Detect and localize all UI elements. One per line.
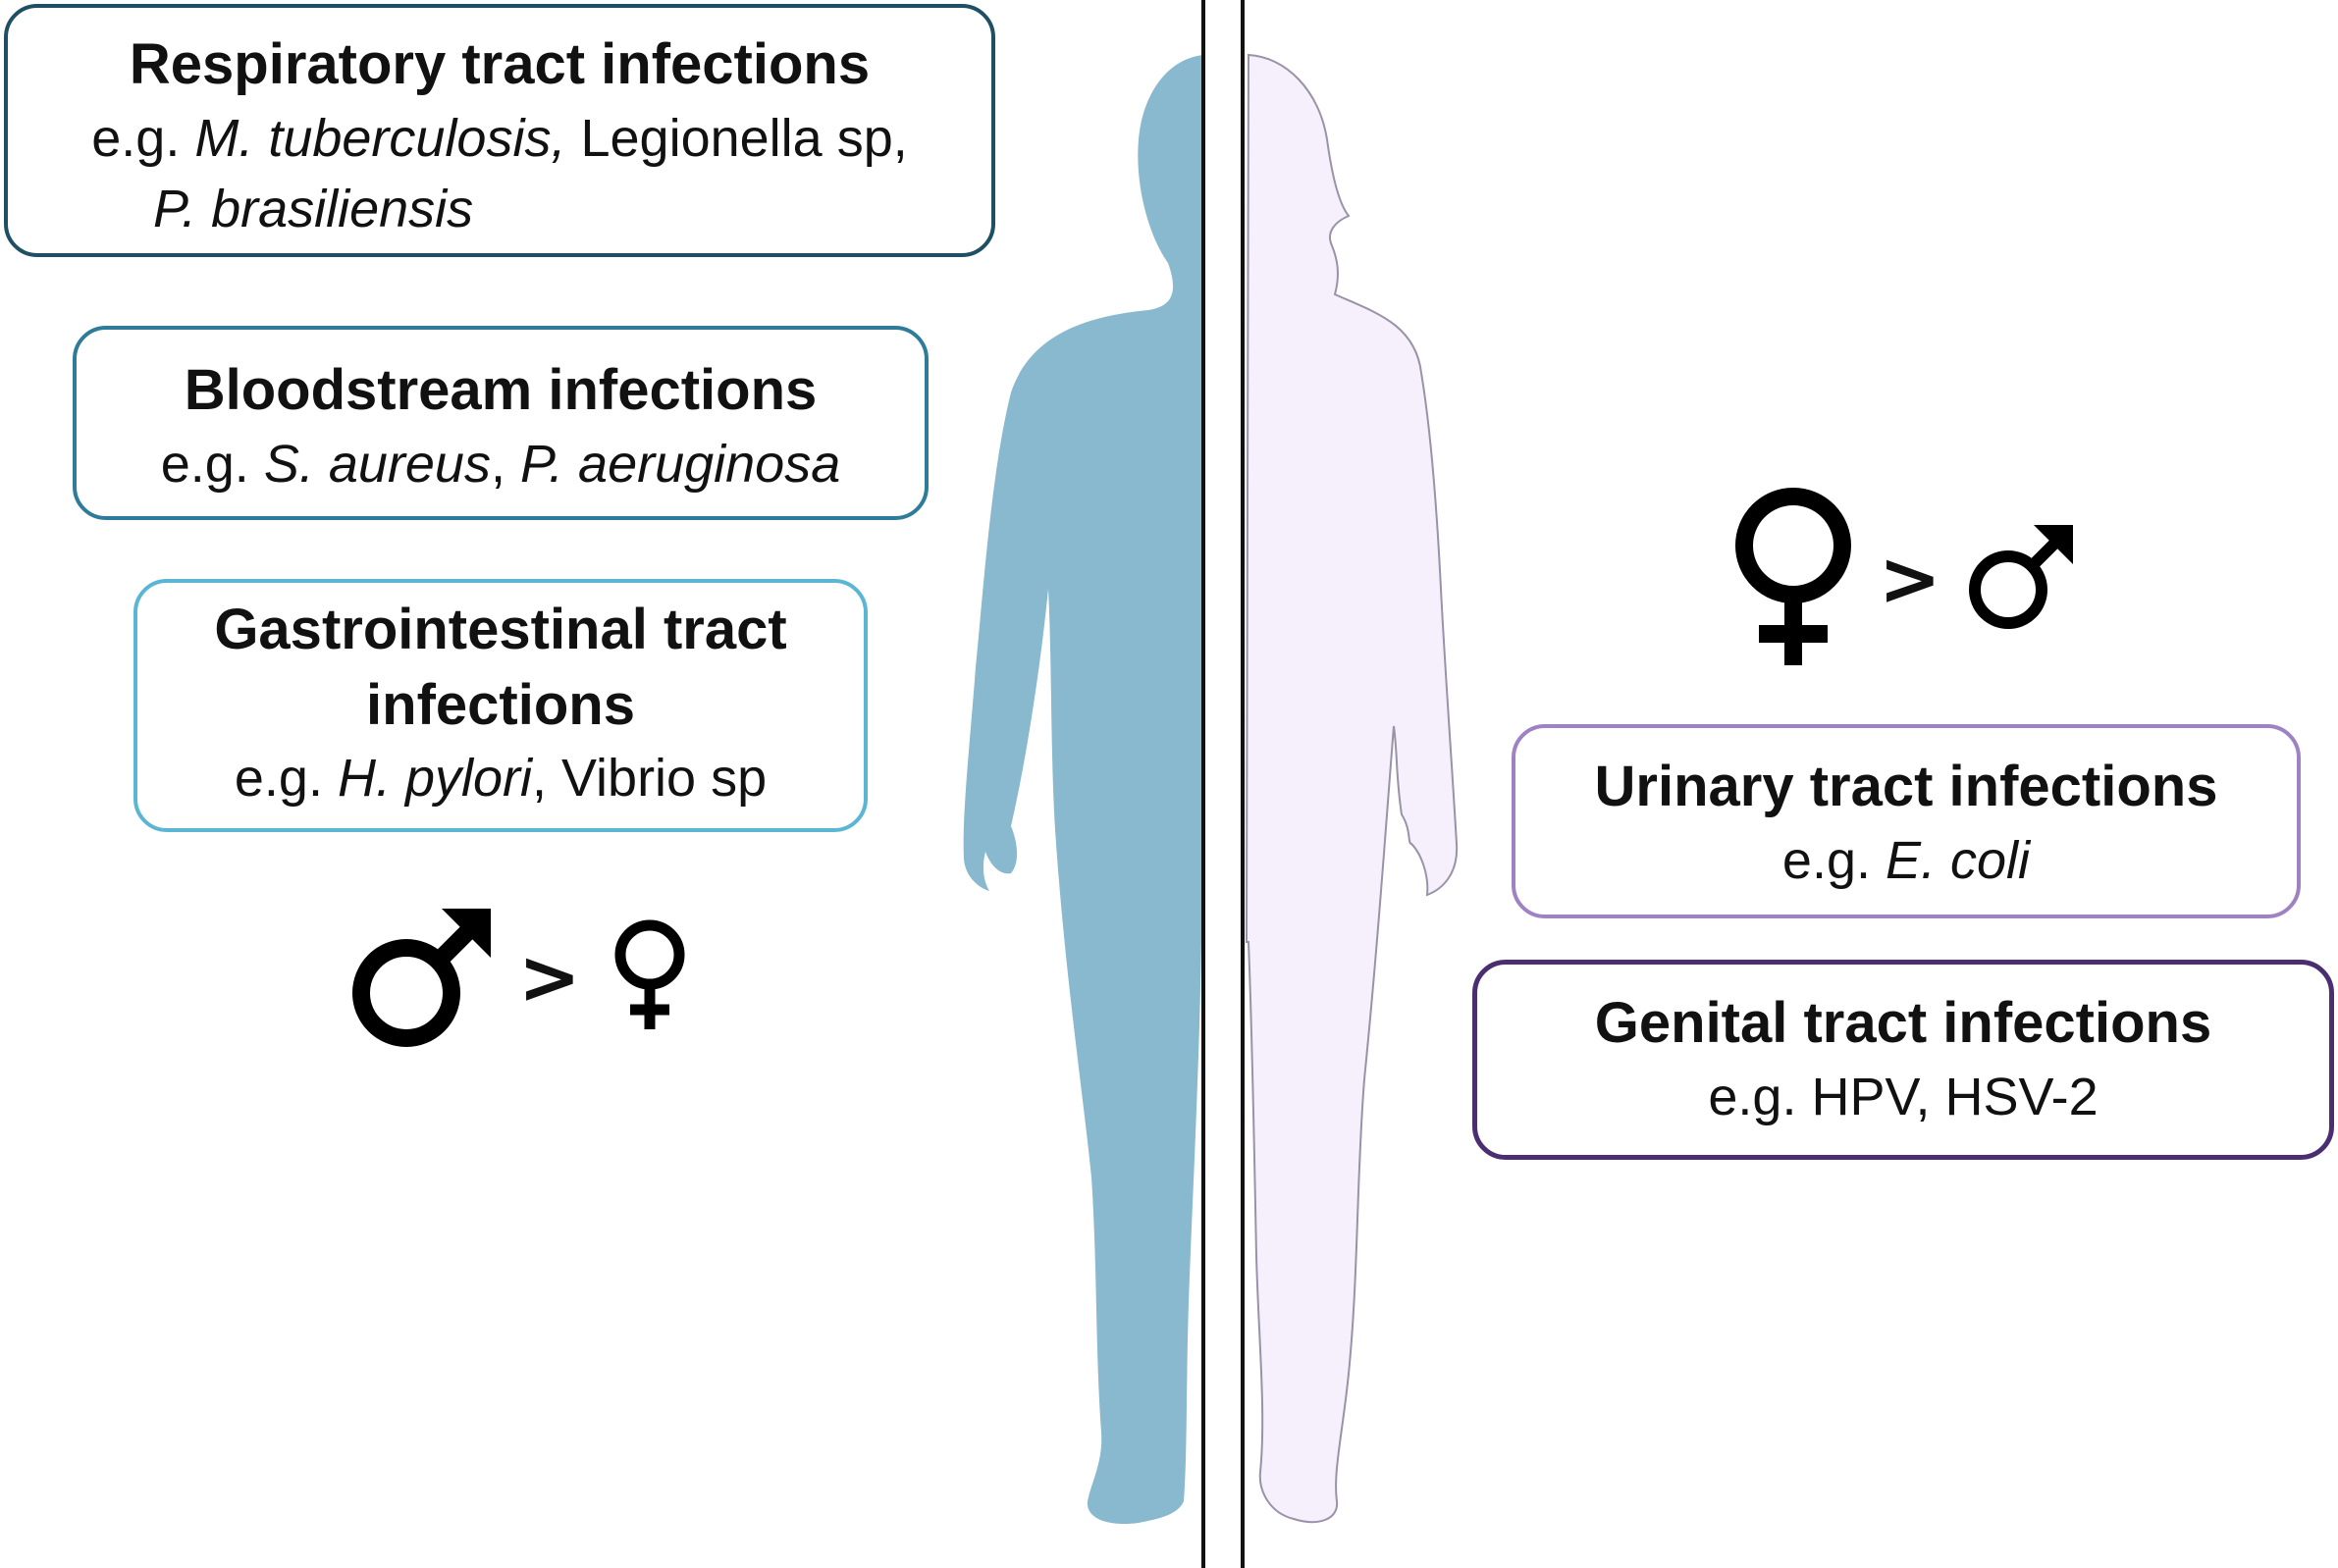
respiratory-title: Respiratory tract infections bbox=[129, 32, 871, 96]
gastrointestinal-title-line-1: Gastrointestinal tract bbox=[214, 598, 787, 661]
gastrointestinal-examples: e.g. H. pylori, Vibrio sp bbox=[137, 743, 864, 814]
male-symbol-icon bbox=[352, 909, 491, 1047]
bloodstream-title: Bloodstream infections bbox=[184, 358, 818, 422]
genital-title: Genital tract infections bbox=[1594, 991, 2212, 1055]
female-symbol-icon bbox=[1735, 488, 1851, 665]
gastrointestinal-infections-box: Gastrointestinal tract infections e.g. H… bbox=[133, 579, 868, 832]
gastrointestinal-species-rest: , Vibrio sp bbox=[532, 749, 768, 809]
respiratory-infections-box: Respiratory tract infections e.g. M. tub… bbox=[4, 4, 995, 257]
respiratory-species-2: P. brasiliensis bbox=[153, 180, 474, 239]
right-greater-than: > bbox=[1879, 534, 1941, 622]
gastrointestinal-species-1: H. pylori bbox=[337, 749, 532, 809]
genital-examples: e.g. HPV, HSV-2 bbox=[1708, 1067, 2099, 1126]
urinary-species: E. coli bbox=[1886, 830, 2031, 890]
bloodstream-examples: e.g. S. aureus, P. aeruginosa bbox=[77, 429, 925, 500]
female-symbol-icon bbox=[614, 919, 685, 1029]
left-sex-comparison: > bbox=[349, 903, 697, 1050]
bloodstream-species-1: S. aureus bbox=[263, 434, 491, 494]
urinary-title: Urinary tract infections bbox=[1594, 755, 2218, 818]
respiratory-species-rest: Legionella sp, bbox=[565, 108, 908, 168]
urinary-prefix: e.g. bbox=[1781, 830, 1886, 890]
bloodstream-infections-box: Bloodstream infections e.g. S. aureus, P… bbox=[73, 326, 929, 520]
respiratory-prefix: e.g. bbox=[91, 108, 195, 168]
male-symbol-icon bbox=[1968, 525, 2073, 629]
divider-line-right bbox=[1241, 0, 1245, 1568]
gastrointestinal-prefix: e.g. bbox=[234, 749, 338, 809]
genital-infections-box: Genital tract infections e.g. HPV, HSV-2 bbox=[1472, 960, 2334, 1160]
gastrointestinal-title-line-2: infections bbox=[366, 672, 635, 737]
male-body-silhouette bbox=[963, 55, 1203, 1525]
right-sex-comparison: > bbox=[1729, 487, 2077, 669]
urinary-infections-box: Urinary tract infections e.g. E. coli bbox=[1512, 724, 2301, 918]
gastrointestinal-title: Gastrointestinal tract infections bbox=[137, 593, 864, 743]
female-body-silhouette bbox=[1245, 53, 1459, 1524]
bloodstream-species-2: P. aeruginosa bbox=[519, 434, 841, 494]
divider-line-left bbox=[1201, 0, 1205, 1568]
urinary-examples: e.g. E. coli bbox=[1515, 825, 2297, 897]
respiratory-species-1: M. tuberculosis, bbox=[194, 108, 566, 168]
respiratory-examples: e.g. M. tuberculosis, Legionella sp, P. … bbox=[8, 103, 991, 246]
left-greater-than: > bbox=[518, 932, 581, 1020]
bloodstream-prefix: e.g. bbox=[160, 434, 264, 494]
bloodstream-separator: , bbox=[490, 434, 520, 494]
